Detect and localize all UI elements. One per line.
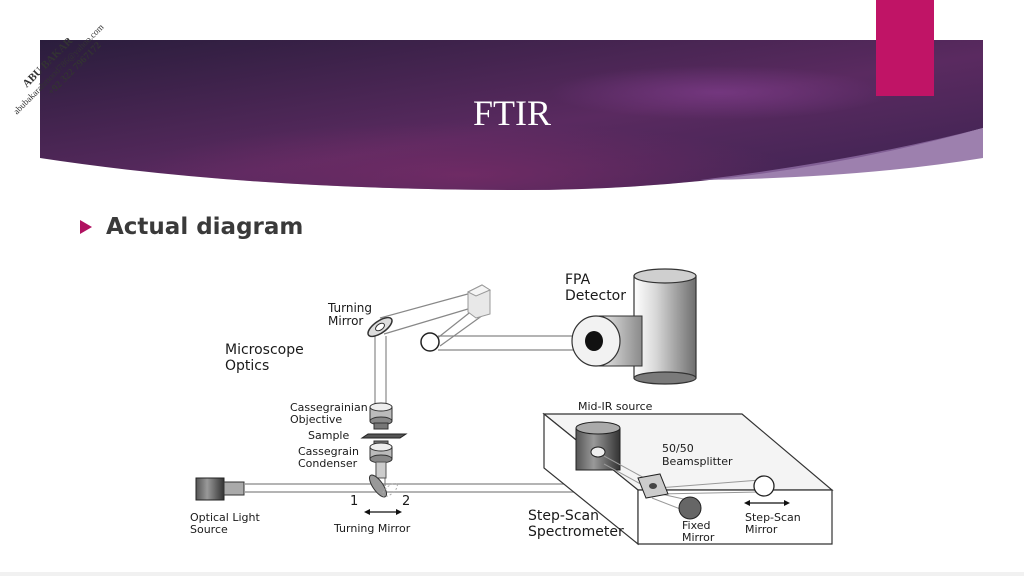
label-mid-ir-source: Mid-IR source xyxy=(578,400,653,413)
label-cassegrain-condenser: Condenser xyxy=(298,457,358,470)
label-fpa-detector: Detector xyxy=(565,288,626,304)
label-fpa-detector: FPA xyxy=(565,272,591,288)
label-optical-light-source: Optical Light xyxy=(190,511,260,524)
cube-mirror xyxy=(466,284,492,319)
label-cassegrain-condenser: Cassegrain xyxy=(298,445,359,458)
label-microscope-optics: Microscope xyxy=(225,342,304,358)
mid-ir-source xyxy=(575,421,621,471)
label-cassegrainian-objective: Objective xyxy=(290,413,342,426)
label-step-scan-spectrometer: Step-Scan xyxy=(528,508,599,524)
label-fixed-mirror: Mirror xyxy=(682,531,715,544)
label-turning-mirror-top: Mirror xyxy=(328,314,363,328)
label-step-scan-mirror: Mirror xyxy=(745,523,778,536)
turning-mirror-bottom xyxy=(364,474,402,515)
label-position-2: 2 xyxy=(402,494,410,509)
optical-light-source xyxy=(195,477,245,501)
label-step-scan-mirror: Step-Scan xyxy=(745,511,801,524)
fixed-mirror xyxy=(678,496,702,520)
fpa-detector xyxy=(571,268,697,385)
cassegrain-condenser xyxy=(369,440,393,479)
title-banner xyxy=(40,40,983,190)
sample-slide xyxy=(360,433,408,439)
label-position-1: 1 xyxy=(350,494,358,509)
bullet-arrow-icon xyxy=(80,220,92,234)
label-sample: Sample xyxy=(308,429,349,442)
label-fixed-mirror: Fixed xyxy=(682,519,711,532)
beam-upper xyxy=(379,291,575,351)
bullet-text: Actual diagram xyxy=(106,214,304,240)
beamsplitter xyxy=(637,473,669,499)
label-turning-mirror-top: Turning xyxy=(327,301,372,315)
label-beamsplitter: 50/50 xyxy=(662,442,694,455)
slide-title: FTIR xyxy=(472,93,551,133)
accent-tab xyxy=(876,0,934,96)
bullet-item: Actual diagram xyxy=(80,214,303,240)
label-step-scan-spectrometer: Spectrometer xyxy=(528,524,624,540)
cassegrainian-objective xyxy=(369,402,393,430)
lens-circle xyxy=(420,332,440,352)
label-turning-mirror-bottom: Turning Mirror xyxy=(333,522,411,535)
label-optical-light-source: Source xyxy=(190,523,228,536)
turning-mirror-top xyxy=(367,316,393,338)
label-microscope-optics: Optics xyxy=(225,358,269,374)
label-beamsplitter: Beamsplitter xyxy=(662,455,733,468)
step-scan-mirror xyxy=(744,475,790,506)
label-cassegrainian-objective: Cassegrainian xyxy=(290,401,368,414)
bottom-bar xyxy=(0,572,1024,576)
